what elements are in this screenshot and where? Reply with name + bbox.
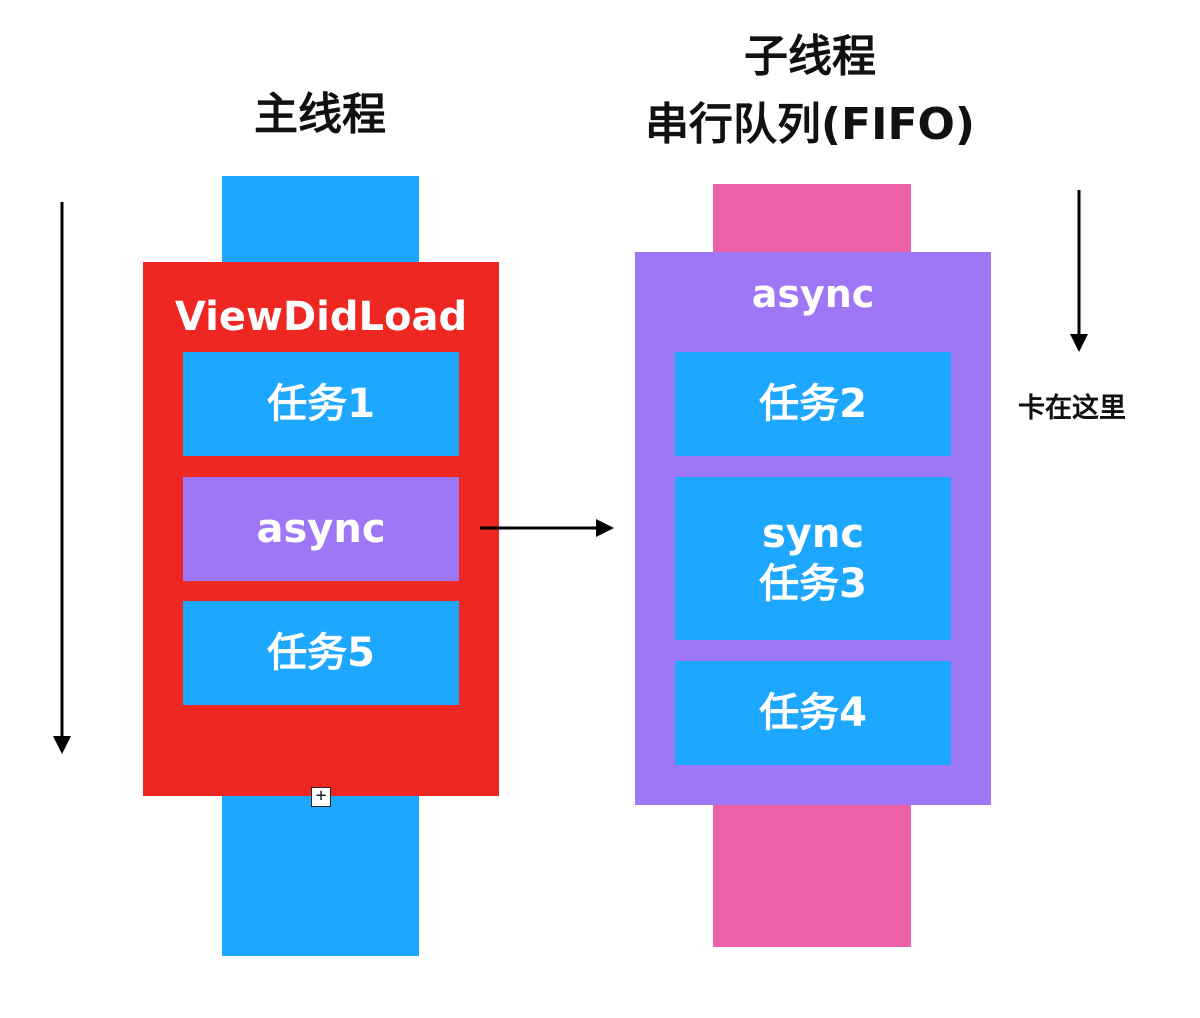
serial-queue-title: 串行队列(FIFO) — [644, 99, 976, 150]
main-thread-title: 主线程 — [254, 89, 386, 140]
async-label: async — [256, 506, 386, 552]
stuck-here-note: 卡在这里 — [1018, 393, 1126, 424]
task-3-label: 任务3 — [759, 560, 867, 607]
task-5-block: 任务5 — [183, 601, 459, 705]
async-panel-label: async — [751, 272, 875, 316]
async-block: async — [183, 477, 459, 581]
task-2-label: 任务2 — [759, 381, 867, 427]
task-1-block: 任务1 — [183, 352, 459, 456]
task-2-block: 任务2 — [675, 352, 951, 456]
task-1-label: 任务1 — [267, 381, 375, 427]
task-5-label: 任务5 — [267, 630, 375, 676]
viewdidload-label: ViewDidLoad — [174, 294, 468, 340]
dispatch-arrow — [480, 519, 614, 537]
main-flow-arrow — [53, 202, 71, 754]
sync-label: sync — [761, 510, 865, 557]
task-4-block: 任务4 — [675, 661, 951, 765]
queue-flow-arrow — [1070, 190, 1088, 352]
expand-handle-icon[interactable]: + — [311, 787, 331, 807]
task-4-label: 任务4 — [759, 690, 867, 736]
sub-thread-title: 子线程 — [744, 31, 876, 82]
sync-task-3-block: sync 任务3 — [675, 477, 951, 640]
